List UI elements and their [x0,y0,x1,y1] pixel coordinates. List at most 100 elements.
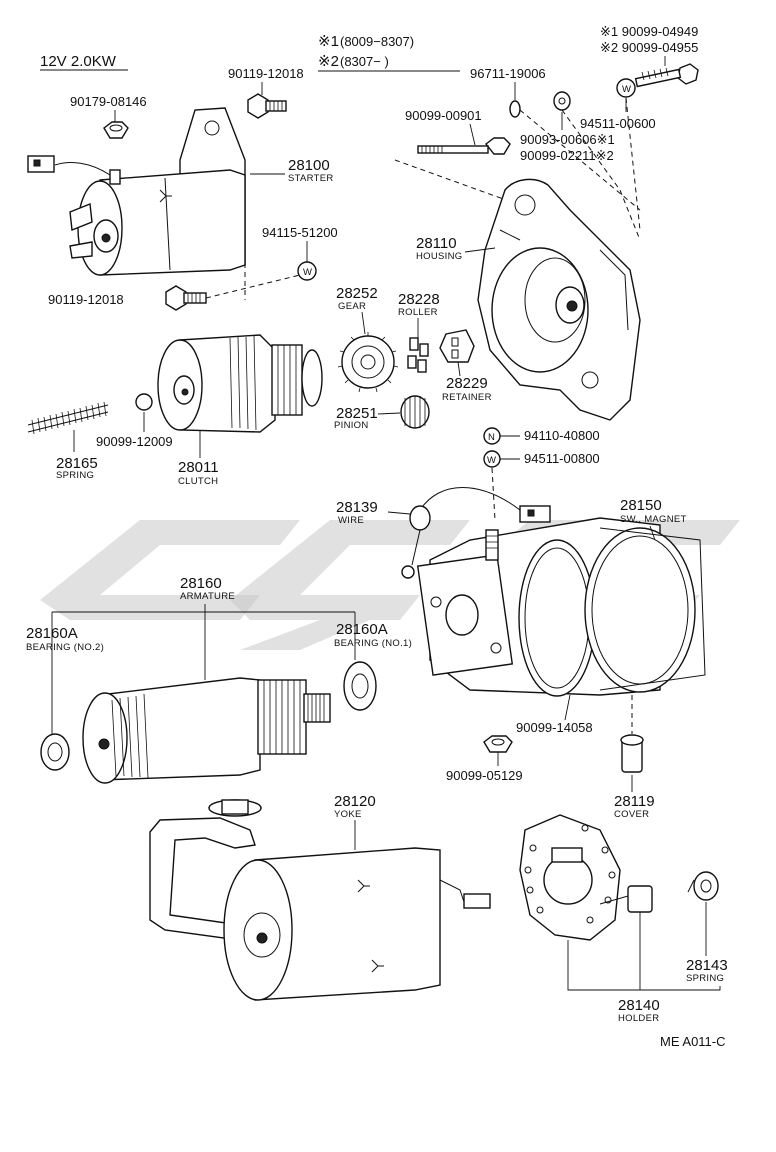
starter-seam [164,177,171,271]
bearing-28160A-no1 [343,661,377,711]
label-28011-name: CLUTCH [178,476,218,487]
nut-90179-08146 [103,121,129,139]
label-28143: 28143 [686,957,728,974]
bearing-28160A-no2 [40,733,70,771]
dash-bolt-to-housing [394,159,521,206]
lead-28160-bracket [51,604,356,735]
wire-connector [519,505,551,523]
washer-90093-00606 [553,91,571,111]
diagram-code: ME A011-C [660,1034,726,1049]
washer-94511-00600: W [616,78,636,98]
label-90099-12009: 90099-12009 [96,434,173,449]
label-28160A-r-name: BEARING (NO.1) [334,638,412,649]
label-28251: 28251 [336,405,378,422]
lead-28140-bracket [567,912,721,991]
header: 12V 2.0KW ※1 (8009−8307) ※2 (8307− ) [40,33,460,72]
label-28160A-l: 28160A [26,625,78,642]
gear-28252 [337,332,399,393]
lead-90099-14058 [564,694,571,721]
note1-range: (8009−8307) [340,34,414,49]
roller-28228 [407,337,429,373]
label-90179-08146: 90179-08146 [70,94,147,109]
label-90119-12018-bot: 90119-12018 [48,292,124,307]
label-90119-12018-top: 90119-12018 [228,66,304,81]
nut-94110-40800: N [483,427,501,445]
starter-terminal [109,169,121,185]
label-28160-name: ARMATURE [180,591,235,602]
label-28120: 28120 [334,793,376,810]
dash-oring-to-housing [519,109,641,211]
starter-connector [27,155,55,173]
label-28229: 28229 [446,375,488,392]
label-28165-name: SPRING [56,470,94,481]
label-90099-04949: ※1 90099-04949 [600,24,698,39]
bracket-hole [204,120,220,136]
label-90099-00901: 90099-00901 [405,108,482,123]
label-94110-40800: 94110-40800 [524,428,600,443]
wire-28139 [401,487,551,579]
dash-w-to-housing [625,97,641,231]
washer-symbol-2: W [622,84,631,95]
spring-28143 [687,871,719,901]
dash-bolt-to-washer [205,274,301,299]
label-28150: 28150 [620,497,662,514]
label-28252-name: GEAR [338,301,366,312]
label-28100-name: STARTER [288,173,334,184]
label-28011: 28011 [178,459,219,476]
label-90099-05129: 90099-05129 [446,768,523,783]
washer-94115-51200: W [297,261,317,281]
lead-90099-00901 [469,123,476,146]
label-28251-name: PINION [334,420,369,431]
label-28150-name: SW., MAGNET [620,514,687,525]
starter-foot-top [69,203,93,231]
lead-28251 [377,412,401,415]
spring-28165 [27,401,109,435]
bolt-90119-12018-top [247,93,287,119]
label-28160: 28160 [180,575,222,592]
bolt-90099-04949 [634,63,699,88]
label-96711-19006: 96711-19006 [470,66,546,81]
starter-assembly [27,107,246,276]
nut-symbol: N [488,432,495,443]
lead-28150 [649,525,656,541]
label-94511-00600: 94511-00600 [580,116,656,131]
label-28160A-l-name: BEARING (NO.2) [26,642,104,653]
washer-94511-00800: W [483,450,501,468]
cover-28119 [620,734,644,773]
brush-holder-28140 [519,814,653,941]
label-28140: 28140 [618,997,660,1014]
label-94511-00800: 94511-00800 [524,451,600,466]
magnet-switch-28150 [416,517,706,697]
label-90099-14058: 90099-14058 [516,720,593,735]
lead-28139 [387,511,411,515]
pinion-28251 [400,395,430,429]
clutch-28011 [157,334,323,433]
starter-shaft [101,233,111,243]
ball-90099-12009 [135,393,153,411]
label-28228: 28228 [398,291,440,308]
label-28228-name: ROLLER [398,307,438,318]
starter-foot-bot [69,241,93,259]
bolt-90099-00901 [417,137,511,155]
lead-28229 [457,361,461,377]
label-28160A-r: 28160A [336,621,388,638]
model-spec: 12V 2.0KW [40,53,117,70]
label-90099-02211: 90099-02211※2 [520,148,614,163]
label-90093-00606: 90093-00606※1 [520,132,615,147]
note2-mark: ※2 [318,53,339,70]
note1-mark: ※1 [318,33,339,50]
note2-range: (8307− ) [340,54,389,69]
label-28119-name: COVER [614,809,649,820]
label-28100: 28100 [288,157,330,174]
label-28110-name: HOUSING [416,251,462,262]
oring-96711-19006 [509,100,521,118]
nut-90099-05129 [483,735,513,753]
starter-star-mark [159,189,172,203]
armature-28160 [82,677,331,784]
label-28139: 28139 [336,499,378,516]
label-28139-name: WIRE [338,515,364,526]
label-94115-51200: 94115-51200 [262,225,338,240]
starter-wire [54,162,111,176]
label-28165: 28165 [56,455,98,472]
